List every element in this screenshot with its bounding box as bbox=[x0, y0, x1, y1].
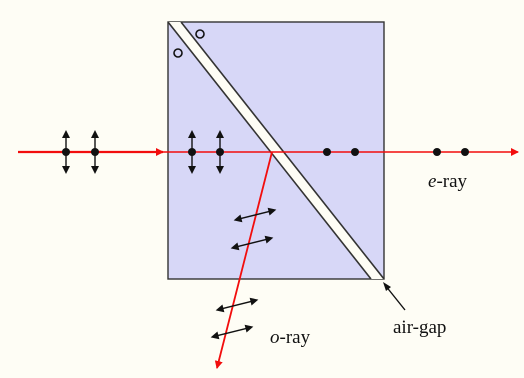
air-gap-pointer-line bbox=[384, 284, 406, 311]
e-ray-polarization-dot bbox=[433, 148, 441, 156]
e-ray-polarization-dot bbox=[461, 148, 469, 156]
air-gap-edge-left bbox=[167, 21, 372, 280]
vertical-polarization-marker bbox=[62, 130, 70, 174]
calcite-prism bbox=[167, 21, 385, 280]
air-gap-pointer bbox=[383, 282, 406, 311]
air-gap-label: air-gap bbox=[393, 317, 446, 338]
o-ray-line bbox=[214, 151, 273, 369]
optic-axis-circle bbox=[173, 48, 183, 58]
e-ray-polarization-dot bbox=[323, 148, 331, 156]
o-ray-polarization-arrow bbox=[215, 297, 259, 313]
o-ray-polarization-arrow bbox=[230, 235, 274, 251]
o-ray-polarization-arrow bbox=[233, 207, 277, 223]
vertical-polarization-marker bbox=[216, 130, 224, 174]
e-ray-polarization-dot bbox=[351, 148, 359, 156]
air-gap-edge-right bbox=[180, 21, 385, 280]
air-gap-strip bbox=[168, 22, 384, 279]
polarization-markers bbox=[62, 130, 469, 340]
o-ray-label: o-ray bbox=[270, 327, 311, 348]
o-ray-polarization-arrow bbox=[210, 324, 254, 340]
vertical-polarization-marker bbox=[188, 130, 196, 174]
optic-axis-circle bbox=[195, 29, 205, 39]
air-gap-pointer-head bbox=[383, 282, 391, 291]
vertical-polarization-marker bbox=[91, 130, 99, 174]
e-ray-label: e-ray bbox=[428, 171, 468, 192]
rays bbox=[18, 148, 519, 369]
